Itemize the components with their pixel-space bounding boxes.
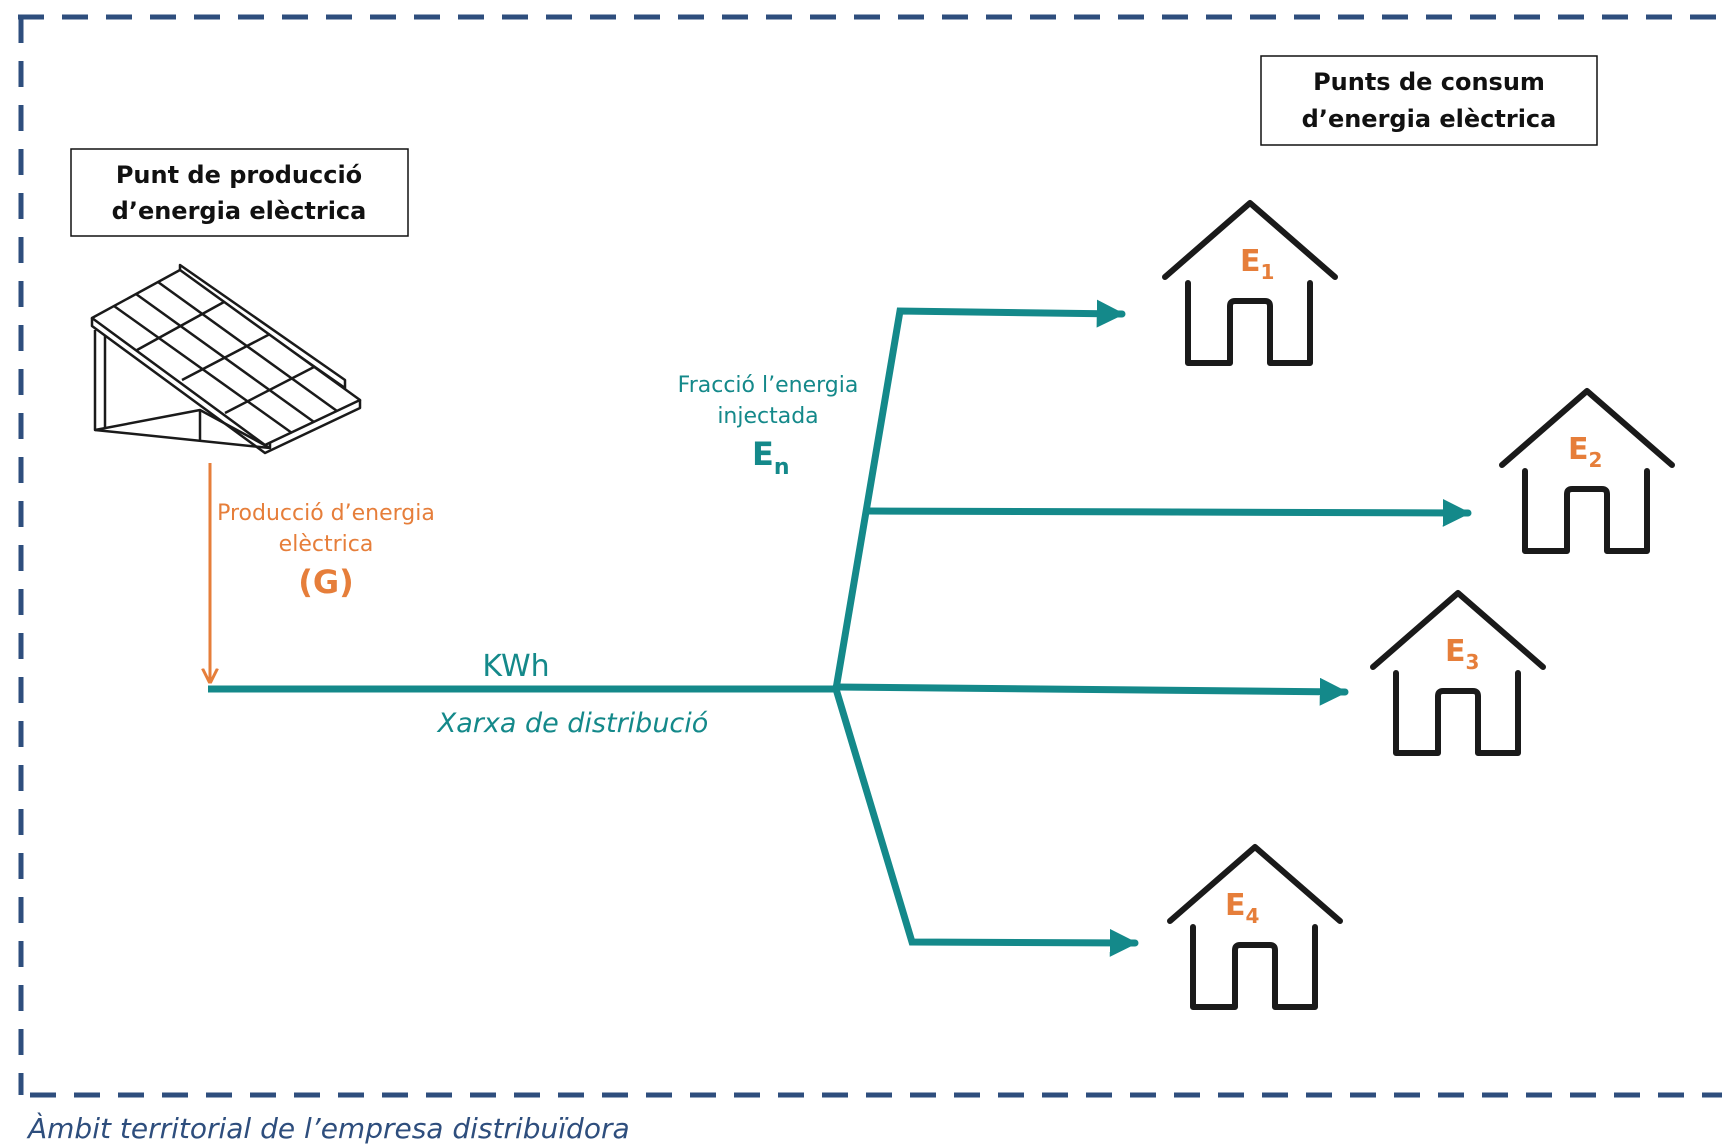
house-icon [1167,844,1343,1010]
house-1: E1 [1162,200,1338,366]
production-label-line1: Producció d’energia [217,501,435,526]
producer-label-line2: d’energia elèctrica [112,197,367,225]
production-label-line2: elèctrica [279,532,374,557]
consumers-label-box: Punts de consum d’energia elèctrica [1260,55,1598,146]
house-2-label: E2 [1568,432,1602,472]
house-icon [1162,200,1338,366]
production-symbol: (G) [298,563,354,601]
house-4: E4 [1167,844,1343,1010]
producer-label-line1: Punt de producció [116,161,362,189]
house-1-label: E1 [1240,244,1274,284]
consumers-label-line1: Punts de consum [1313,68,1545,96]
solar-panel-icon [90,263,362,455]
injected-label-line2: injectada [717,404,818,429]
house-icon [1370,590,1546,756]
consumers-label-line2: d’energia elèctrica [1302,105,1557,133]
grid-label: Xarxa de distribució [436,708,709,739]
house-3: E3 [1370,590,1546,756]
distribution-branches [832,299,1472,957]
house-4-label: E4 [1225,888,1259,928]
territory-caption: Àmbit territorial de l’empresa distribuï… [26,1111,630,1145]
producer-label-box: Punt de producció d’energia elèctrica [70,148,409,237]
injected-symbol: En [752,435,790,480]
house-3-label: E3 [1445,634,1479,674]
grid-unit-label: KWh [482,649,549,684]
house-2: E2 [1499,388,1675,554]
injected-label-line1: Fracció l’energia [678,373,859,398]
territory-boundary [18,14,1722,1098]
house-icon [1499,388,1675,554]
